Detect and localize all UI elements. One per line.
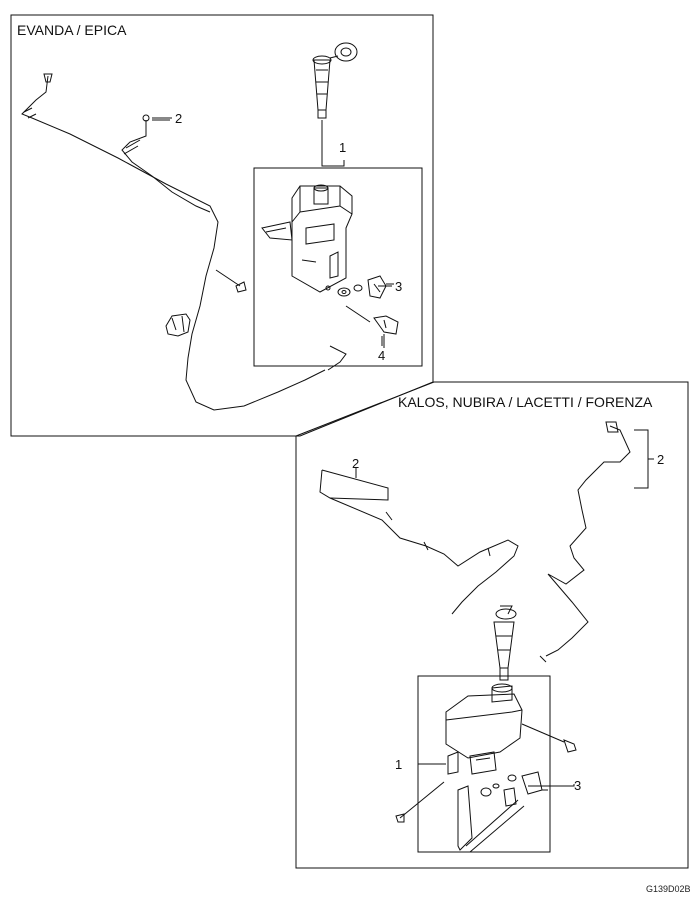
top-filler-neck <box>312 42 358 119</box>
top-left-hose <box>21 75 326 411</box>
top-reservoir-inset <box>253 167 423 367</box>
top-callout-pump: 3 <box>395 279 403 294</box>
top-pump-assembly <box>337 275 394 299</box>
figure-code: G139D02B <box>646 884 691 894</box>
top-hose-clip <box>165 313 191 337</box>
bottom-callout-reservoir: 1 <box>395 757 403 772</box>
bottom-callout-hose-left: 2 <box>352 456 360 471</box>
bottom-reservoir <box>445 683 523 775</box>
top-grommet <box>373 315 399 348</box>
top-callout-grommet: 4 <box>378 348 386 363</box>
top-panel-title: EVANDA / EPICA <box>17 22 127 38</box>
bottom-hose-left <box>319 469 519 615</box>
top-callout-hose: 2 <box>175 111 183 126</box>
top-mount-bolt <box>215 269 247 293</box>
bottom-panel-title: KALOS, NUBIRA / LACETTI / FORENZA <box>398 394 653 410</box>
top-reservoir <box>261 184 353 293</box>
top-hose-2 <box>121 120 211 213</box>
bottom-pump-assembly <box>457 771 543 853</box>
top-panel-frame <box>10 14 434 437</box>
bottom-hose-right <box>545 425 631 657</box>
bottom-panel-frame <box>295 381 689 869</box>
top-callout-reservoir: 1 <box>339 140 347 155</box>
bottom-callout-pump: 3 <box>574 778 582 793</box>
bottom-filler-neck <box>493 605 517 681</box>
bottom-callout-hose-right: 2 <box>657 452 665 467</box>
